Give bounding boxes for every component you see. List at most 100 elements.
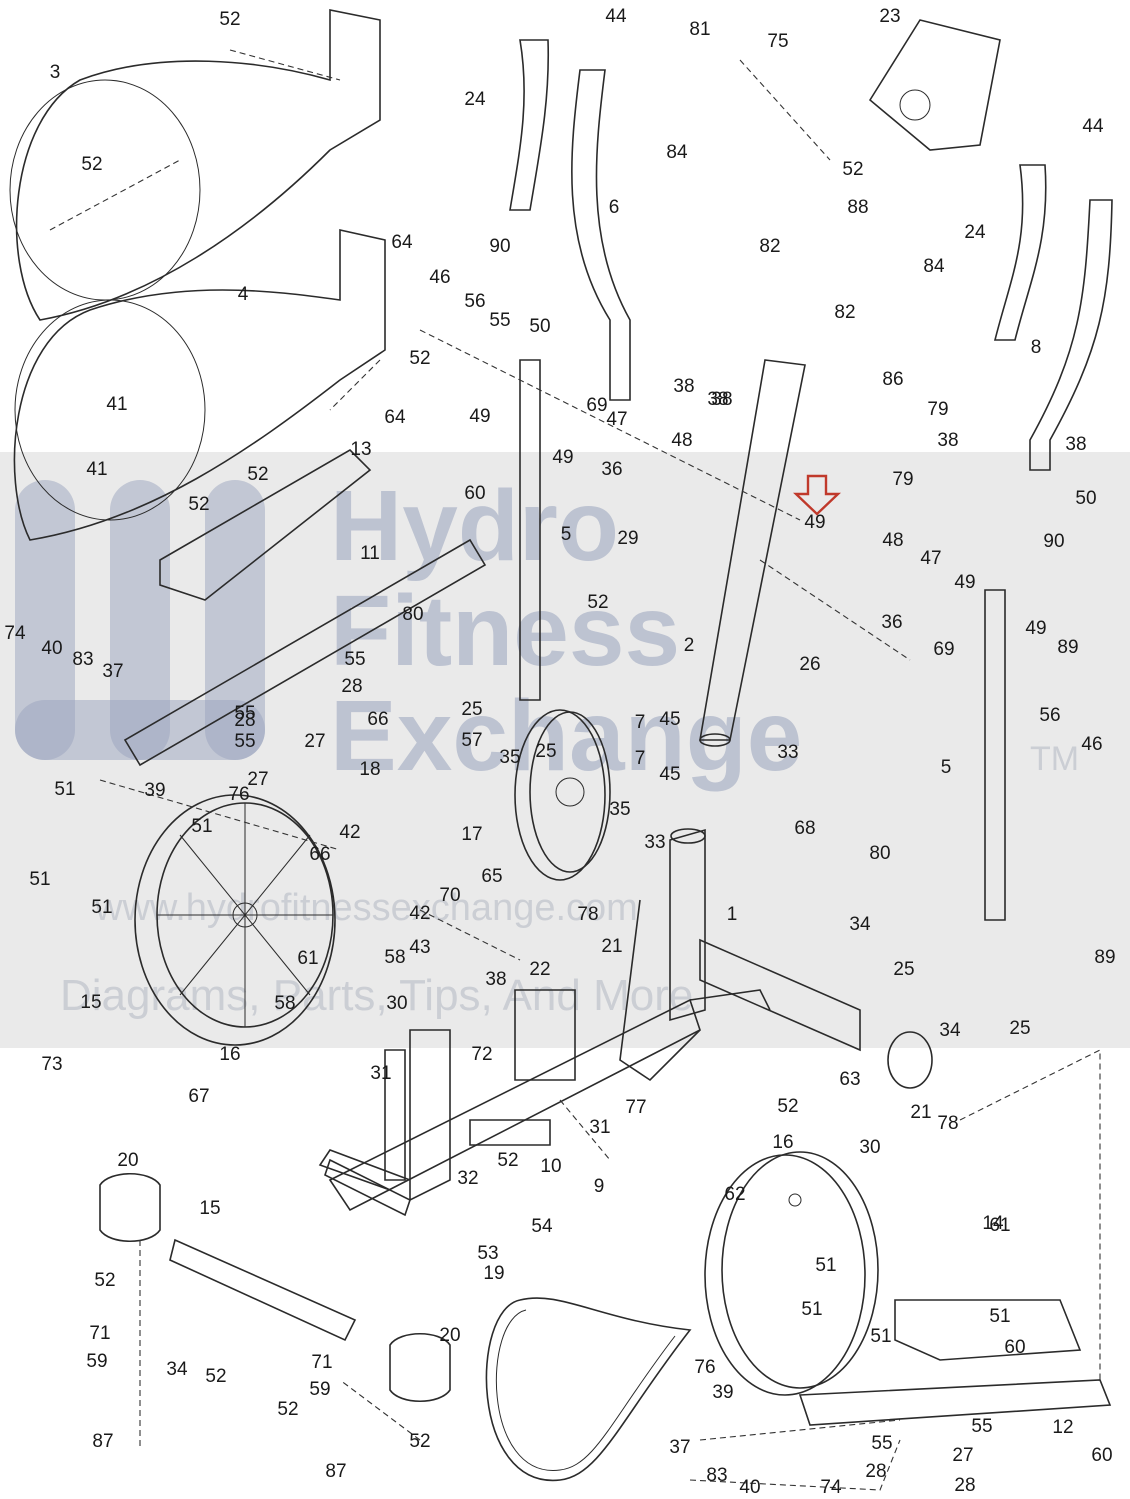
part-label-33: 33 [644,832,665,853]
part-label-35: 35 [499,747,520,768]
part-label-28: 28 [954,1475,975,1496]
part-label-52: 52 [587,592,608,613]
part-label-30: 30 [386,993,407,1014]
part-label-51: 51 [815,1255,836,1276]
part-label-60: 60 [464,483,485,504]
part-label-77: 77 [625,1097,646,1118]
watermark-logo-icon [15,480,265,760]
part-label-57: 57 [461,730,482,751]
part-label-78: 78 [577,904,598,925]
part-label-30: 30 [859,1137,880,1158]
part-label-56: 56 [1039,705,1060,726]
part-label-52: 52 [219,9,240,30]
part-label-60: 60 [1004,1337,1025,1358]
part-label-31: 31 [589,1117,610,1138]
part-label-42: 42 [409,903,430,924]
part-label-27: 27 [247,769,268,790]
part-label-79: 79 [892,469,913,490]
part-label-51: 51 [29,869,50,890]
part-label-52: 52 [409,1431,430,1452]
part-label-69: 69 [586,395,607,416]
part-label-38: 38 [937,430,958,451]
part-label-61: 61 [297,948,318,969]
part-label-44: 44 [1082,116,1104,137]
part-label-38: 38 [707,389,728,410]
part-label-36: 36 [601,459,622,480]
part-label-55: 55 [971,1416,992,1437]
part-label-27: 27 [952,1445,973,1466]
part-label-73: 73 [41,1054,62,1075]
part-label-38: 38 [1065,434,1086,455]
part-label-79: 79 [927,399,948,420]
part-label-34: 34 [166,1359,188,1380]
part-label-44: 44 [605,6,627,27]
part-label-52: 52 [842,159,863,180]
part-label-45: 45 [659,709,680,730]
left-handlebar [509,39,631,701]
part-label-58: 58 [274,993,295,1014]
part-label-39: 39 [144,780,165,801]
part-label-37: 37 [669,1437,690,1458]
upright-tube [699,359,806,747]
part-label-52: 52 [94,1270,115,1291]
part-label-47: 47 [920,548,941,569]
part-label-19: 19 [483,1263,504,1284]
part-label-34: 34 [849,914,871,935]
part-label-64: 64 [384,407,406,428]
part-label-40: 40 [41,638,62,659]
part-label-51: 51 [191,816,212,837]
part-label-52: 52 [497,1150,518,1171]
right-flywheel [704,1151,879,1396]
part-label-89: 89 [1094,947,1115,968]
part-label-75: 75 [767,31,788,52]
part-label-7: 7 [635,748,646,769]
part-label-28: 28 [234,710,255,731]
part-label-56: 56 [464,291,485,312]
part-label-48: 48 [671,430,692,451]
part-label-17: 17 [461,824,482,845]
part-label-49: 49 [469,406,490,427]
part-label-70: 70 [439,885,460,906]
part-label-87: 87 [92,1431,113,1452]
part-label-47: 47 [606,409,627,430]
main-frame [318,828,771,1217]
part-label-25: 25 [893,959,914,980]
part-label-8: 8 [1031,337,1042,358]
watermark-line3: Exchange [330,680,802,792]
drive-belt [485,1297,692,1481]
part-label-38: 38 [673,376,694,397]
part-label-18: 18 [359,759,380,780]
part-label-23: 23 [879,6,900,27]
part-label-21: 21 [910,1102,931,1123]
part-label-2: 2 [684,635,695,656]
part-label-43: 43 [409,937,430,958]
part-label-50: 50 [529,316,550,337]
watermark: Hydro Fitness Exchange TM www.hydrofitne… [0,452,1130,1048]
part-label-26: 26 [799,654,820,675]
part-label-62: 62 [724,1184,745,1205]
left-flywheel [134,794,336,1046]
right-handlebar [984,164,1113,921]
part-label-74: 74 [4,623,26,644]
part-label-54: 54 [531,1216,553,1237]
assembly-guides [49,49,1101,1491]
part-label-52: 52 [205,1366,226,1387]
part-label-38: 38 [711,389,732,410]
part-label-64: 64 [391,232,413,253]
left-shroud-3 [9,9,381,321]
part-label-53: 53 [477,1243,498,1264]
part-label-42: 42 [339,822,360,843]
part-label-55: 55 [489,310,510,331]
part-label-40: 40 [739,1477,760,1498]
part-label-80: 80 [402,604,423,625]
part-label-76: 76 [228,784,249,805]
part-label-81: 81 [689,19,710,40]
part-label-52: 52 [277,1399,298,1420]
part-label-88: 88 [847,197,868,218]
part-label-4: 4 [238,284,249,305]
part-label-65: 65 [481,866,502,887]
part-label-10: 10 [540,1156,561,1177]
part-label-6: 6 [609,197,620,218]
left-pedal-arm [123,448,487,767]
